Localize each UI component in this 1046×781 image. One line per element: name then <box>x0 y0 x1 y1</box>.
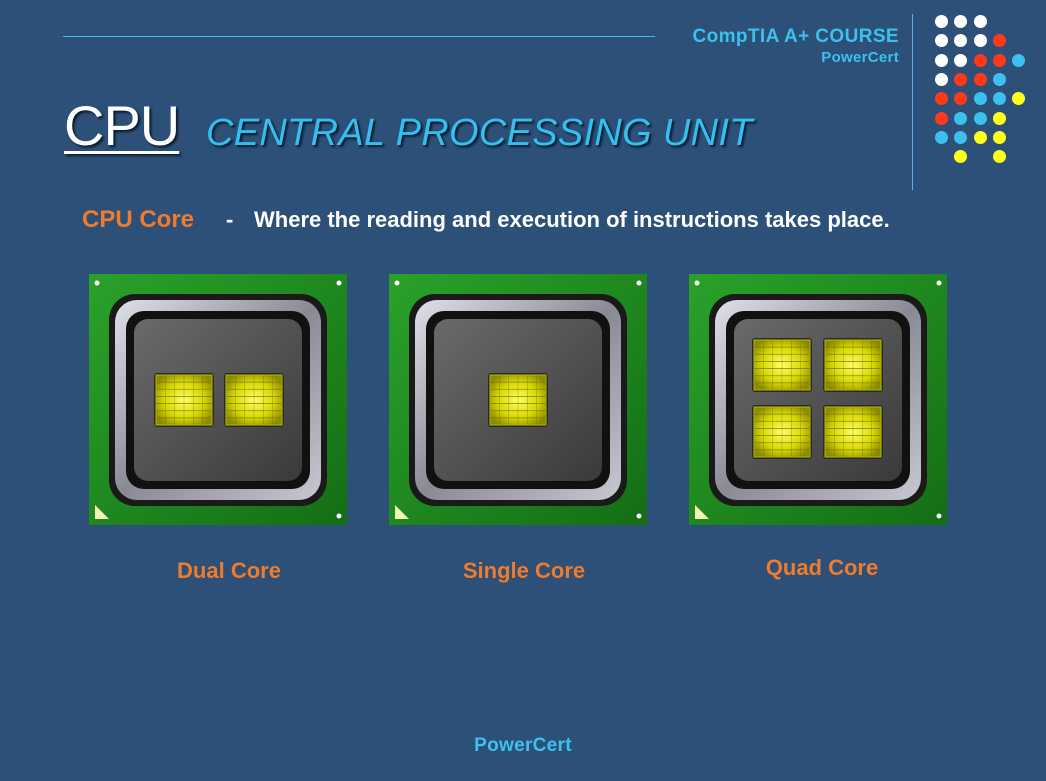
decorative-dot <box>992 53 1006 67</box>
course-heading: CompTIA A+ COURSE PowerCert <box>693 26 900 67</box>
decorative-dot <box>935 72 948 86</box>
course-title: CompTIA A+ COURSE <box>692 26 899 47</box>
decorative-dot <box>992 111 1006 125</box>
decorative-dot <box>973 130 987 144</box>
core-die <box>154 373 214 427</box>
decorative-dot <box>973 92 987 106</box>
quad-core-label: Quad Core <box>765 555 879 580</box>
decorative-dot <box>954 92 968 106</box>
quad-core-chip-image <box>689 274 947 525</box>
core-die <box>488 373 548 427</box>
decorative-dot <box>992 72 1006 86</box>
decorative-dot <box>954 150 968 164</box>
decorative-dot <box>973 72 987 86</box>
decorative-dot <box>954 34 968 48</box>
decorative-dot <box>992 34 1006 48</box>
footer-brand: PowerCert <box>474 735 572 756</box>
decorative-dot <box>935 111 948 125</box>
dual-core-label: Dual Core <box>177 558 281 583</box>
decorative-dot <box>935 130 948 144</box>
decorative-dot <box>1012 92 1026 106</box>
definition-separator: - <box>226 207 234 232</box>
core-die <box>752 338 812 392</box>
decorative-dot <box>954 53 968 67</box>
decorative-dot <box>935 34 948 48</box>
header-rule <box>63 36 655 37</box>
decorative-dot <box>954 111 968 125</box>
core-die <box>752 405 812 459</box>
decorative-dot <box>992 130 1006 144</box>
decorative-dot <box>954 130 968 144</box>
decorative-dot <box>954 15 968 28</box>
decorative-dot <box>992 92 1006 106</box>
single-core-label: Single Core <box>462 558 586 583</box>
page-title-full: CENTRAL PROCESSING UNIT <box>206 112 753 154</box>
page-title-abbreviation: CPU <box>64 94 180 157</box>
decorative-dot <box>954 72 968 86</box>
decorative-dot <box>973 34 987 48</box>
decorative-dot <box>973 111 987 125</box>
dual-core-chip-image <box>89 274 347 525</box>
definition-term: CPU Core <box>82 206 195 233</box>
decorative-dot <box>935 53 948 67</box>
core-die <box>823 338 883 392</box>
header-divider <box>912 14 913 190</box>
single-core-chip-image <box>389 274 647 525</box>
core-die <box>224 373 284 427</box>
decorative-dot <box>973 15 987 28</box>
decorative-dot <box>935 15 948 28</box>
decorative-dot <box>935 92 948 106</box>
decorative-dot <box>1012 53 1026 67</box>
course-brand: PowerCert <box>821 49 899 66</box>
definition-text: Where the reading and execution of instr… <box>254 207 890 232</box>
decorative-dot <box>973 53 987 67</box>
core-die <box>823 405 883 459</box>
decorative-dot <box>992 150 1006 164</box>
